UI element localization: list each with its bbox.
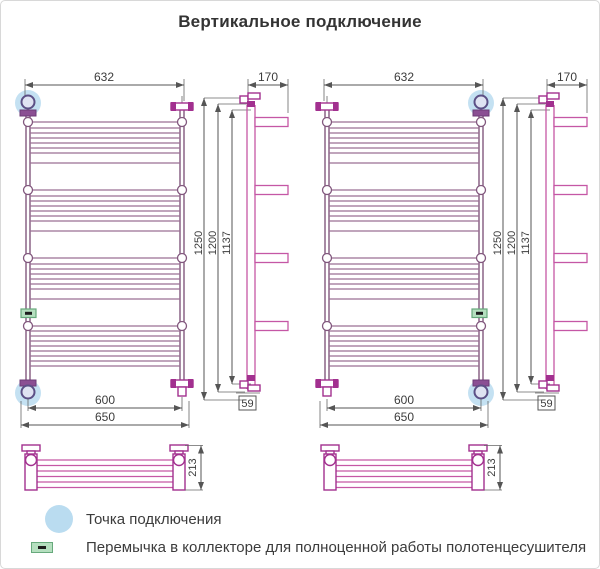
plan-view xyxy=(320,444,488,491)
jumper-marker xyxy=(20,308,37,319)
plan-view xyxy=(21,444,189,491)
front-view xyxy=(22,110,188,380)
dim-width-centers: 600 xyxy=(394,393,414,407)
dim-height-inner: 1137 xyxy=(520,231,532,255)
dim-width-top: 632 xyxy=(394,70,414,84)
jumper-swatch xyxy=(31,542,53,553)
legend-label: Точка подключения xyxy=(86,510,222,528)
dim-width-centers: 600 xyxy=(95,393,115,407)
legend-item-jumper: Перемычка в коллекторе для полноценной р… xyxy=(31,539,586,556)
technical-drawing: 632 xyxy=(15,70,588,491)
front-view xyxy=(321,110,487,380)
dim-width-top: 632 xyxy=(94,70,114,84)
side-view xyxy=(538,92,588,392)
side-view xyxy=(239,92,289,392)
dim-depth-side: 170 xyxy=(557,70,577,84)
dim-height-overall: 1250 xyxy=(193,231,205,255)
dim-depth-plan: 213 xyxy=(486,458,498,476)
legend-item-connection-point: Точка подключения xyxy=(45,505,221,533)
dim-width-overall: 650 xyxy=(95,410,115,424)
dim-height-centers: 1200 xyxy=(506,231,518,255)
dim-height-overall: 1250 xyxy=(492,231,504,255)
dim-height-centers: 1200 xyxy=(207,231,219,255)
right-diagram: 632 600 650 xyxy=(315,70,588,491)
connection-point-swatch xyxy=(45,505,73,533)
dim-offset-bottom: 59 xyxy=(241,398,253,410)
jumper-marker xyxy=(471,308,488,319)
dim-depth-side: 170 xyxy=(258,70,278,84)
dim-depth-plan: 213 xyxy=(187,458,199,476)
dim-width-overall: 650 xyxy=(394,410,414,424)
legend-label: Перемычка в коллекторе для полноценной р… xyxy=(86,539,587,556)
dim-offset-bottom: 59 xyxy=(540,398,552,410)
page-title: Вертикальное подключение xyxy=(178,12,422,31)
dim-height-inner: 1137 xyxy=(221,231,233,255)
left-diagram: 632 xyxy=(15,70,289,491)
